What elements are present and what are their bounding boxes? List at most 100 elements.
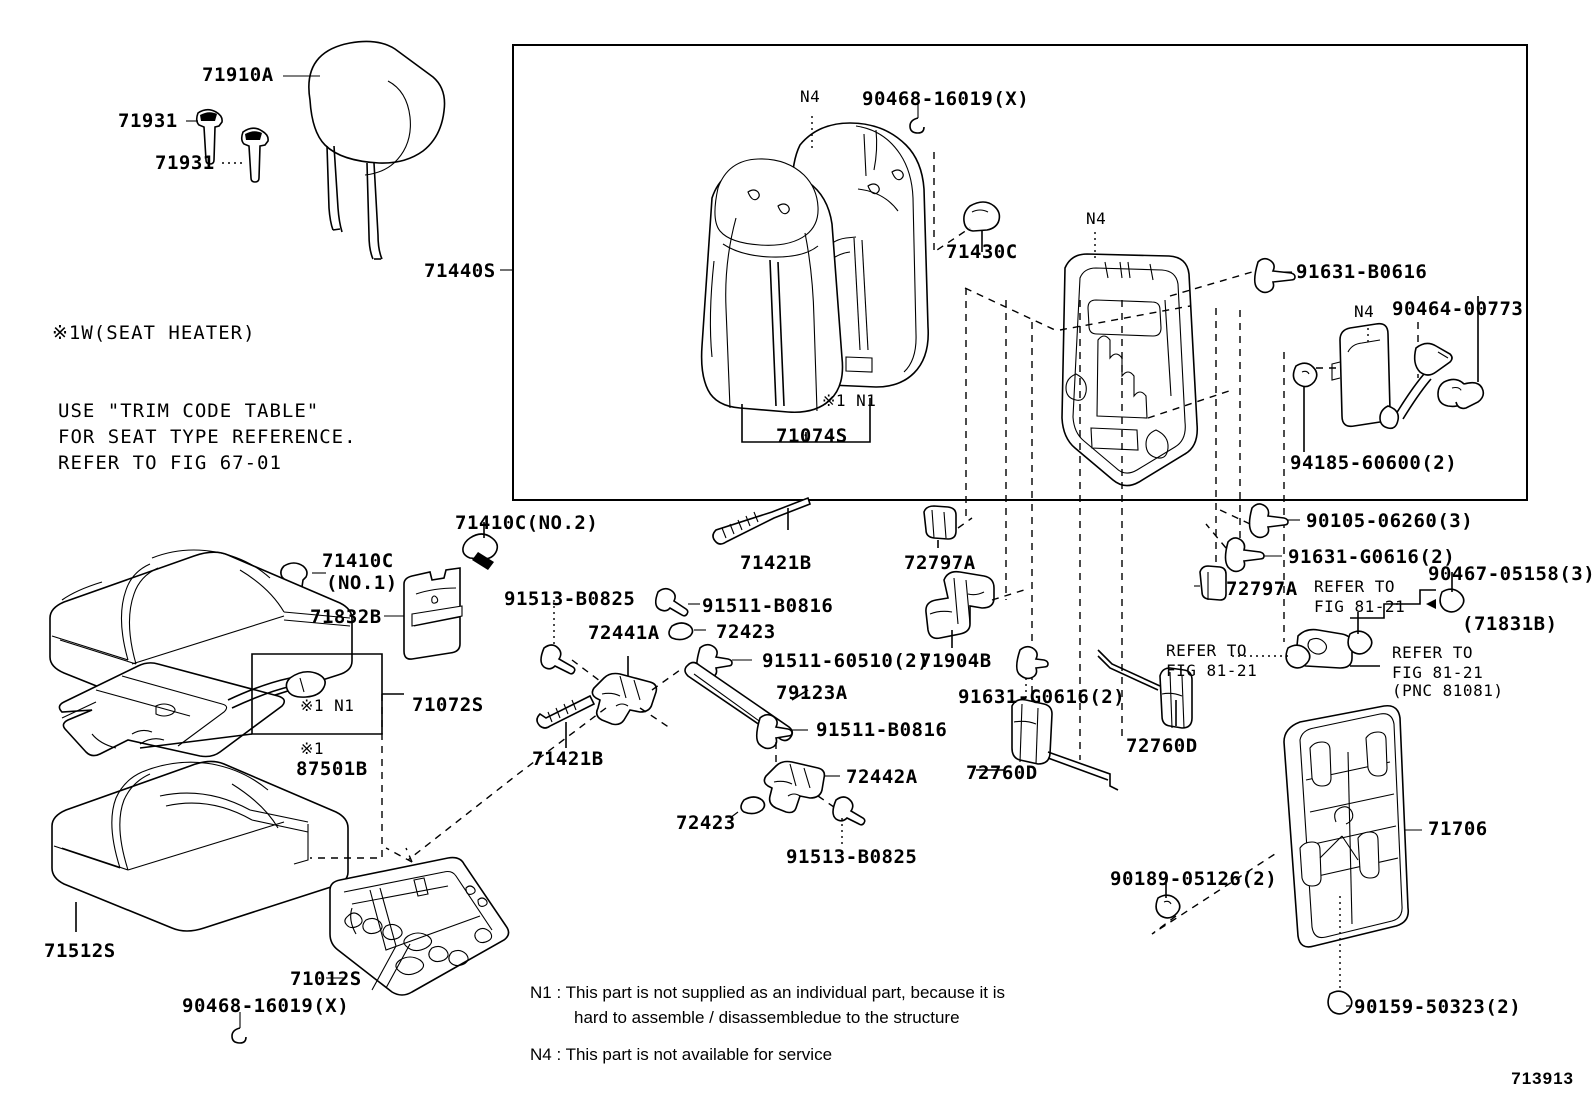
seat-frame-71012s-art (326, 847, 510, 996)
label-cover-71831b: (71831B) (1462, 613, 1558, 635)
label-board-71706: 71706 (1428, 818, 1488, 840)
striker-72797a-top-art (923, 505, 973, 548)
adjuster-72441a-art (591, 656, 681, 729)
label-ref-8121-a-line1: REFER TO (1314, 577, 1396, 596)
label-clip-72423-low: 72423 (676, 812, 736, 834)
label-ref-8121-c-line2: FIG 81-21 (1392, 663, 1484, 682)
label-ref-8121-b-line2: FIG 81-21 (1166, 661, 1258, 680)
label-heater-note-n1: ※1 N1 (300, 696, 355, 715)
label-bolt-91631-g0616-middle: 91631-G0616(2) (958, 686, 1126, 708)
note-n1-line1: N1 : This part is not supplied as an ind… (530, 983, 1006, 1002)
headrest-guide-art (186, 108, 269, 183)
seatback-frame-art (964, 232, 1419, 760)
bolt-91511-b0816-top-art (654, 587, 700, 617)
bolt-91631-g0616-right-art (1205, 523, 1282, 573)
label-cover-71832b: 71832B (310, 606, 382, 628)
label-bolt-91511-60510: 91511-60510(2) (762, 650, 930, 672)
label-frame-71012s: 71012S (290, 968, 362, 990)
armrest-81-21-art (1232, 612, 1380, 669)
bolt-91631-g0616-middle-art (1015, 645, 1049, 700)
label-ref-8121-c-line1: REFER TO (1392, 643, 1474, 662)
label-striker-72797a-right: 72797A (1226, 578, 1298, 600)
note-n4-line1: N4 : This part is not available for serv… (530, 1045, 833, 1064)
hinge-71904b-art (925, 570, 1025, 648)
label-spring-71421b-low: 71421B (532, 748, 604, 770)
label-knob-71410c-no1: 71410C (322, 550, 394, 572)
label-bolt-91631-g0616-right: 91631-G0616(2) (1288, 546, 1456, 568)
screw-91513-b0825-right-art (832, 796, 866, 846)
label-ref-8121-c-line3: (PNC 81081) (1392, 681, 1504, 700)
label-rod-72760d-right: 72760D (1126, 735, 1198, 757)
screw-91513-b0825-left-art (540, 600, 621, 697)
label-headrest: 71910A (202, 64, 274, 86)
memo-trim-line-3: REFER TO FIG 67-01 (58, 452, 282, 474)
label-heater-71072s: 71072S (412, 694, 484, 716)
label-grommet-94185: 94185-60600(2) (1290, 452, 1458, 474)
label-seatback-cover-note: ※1 N1 (822, 391, 877, 410)
cover-71832b-art (384, 567, 463, 660)
label-bolt-91631-b0616: 91631-B0616 (1296, 261, 1428, 283)
screw-71410c-no2-art (462, 522, 499, 570)
memo-seat-heater: ※1W(SEAT HEATER) (52, 322, 256, 344)
clip-90467-art (1350, 572, 1465, 619)
label-bolt-91511-b0816-top: 91511-B0816 (702, 595, 834, 617)
heater-module-art (1316, 296, 1485, 430)
label-rod-72760d-left: 72760D (966, 762, 1038, 784)
label-heater-note-star: ※1 (300, 739, 325, 758)
headrest-art (283, 40, 446, 260)
label-hinge-71904b: 71904B (920, 650, 992, 672)
label-n4-frame: N4 (1086, 209, 1107, 228)
label-seatback-assy: 71440S (424, 260, 496, 282)
memo-trim-line-2: FOR SEAT TYPE REFERENCE. (58, 426, 357, 448)
rod-72760d-right-art (1097, 649, 1193, 729)
label-bolt-90159: 90159-50323(2) (1354, 996, 1522, 1018)
label-clip-72423-top: 72423 (716, 621, 776, 643)
label-n4-module: N4 (1354, 302, 1375, 321)
clip-72423-low-art (729, 796, 766, 819)
clip-90468-bottom-art (231, 1012, 247, 1044)
cushion-cover-art (51, 760, 349, 932)
adjuster-72442a-art (763, 760, 845, 815)
seatback-cover-art (700, 116, 930, 443)
label-cushion-pad-71512s: 71512S (44, 940, 116, 962)
label-link-79123a: 79123A (776, 682, 848, 704)
spring-71421b-low-art (536, 694, 596, 748)
clip-90189-art (1151, 851, 1279, 935)
rod-72760d-left-art (976, 698, 1119, 791)
bolt-90159-art (1327, 896, 1353, 1015)
label-heater-87501b: 87501B (296, 758, 368, 780)
label-ref-8121-a-line2: FIG 81-21 (1314, 597, 1406, 616)
label-striker-72797a-top: 72797A (904, 552, 976, 574)
figure-number: 713913 (1511, 1069, 1574, 1088)
seatback-group-box (512, 44, 1528, 501)
label-headrest-guide-2: 71931 (155, 152, 215, 174)
board-71706-art (1283, 704, 1422, 948)
label-n4-seatback: N4 (800, 87, 821, 106)
grommet-94185-art (1292, 362, 1318, 452)
label-screw-91513-b0825-right: 91513-B0825 (786, 846, 918, 868)
label-seatback-cover: 71074S (776, 425, 848, 447)
cap-71430c-art (933, 152, 1001, 254)
label-cap-71430c: 71430C (946, 241, 1018, 263)
label-adjuster-72441a: 72441A (588, 622, 660, 644)
label-headrest-guide-1: 71931 (118, 110, 178, 132)
clip-72423-top-art (668, 622, 706, 641)
memo-trim-line-1: USE "TRIM CODE TABLE" (58, 400, 320, 422)
label-clip-90468-bottom: 90468-16019(X) (182, 995, 350, 1017)
label-harness-90464: 90464-00773 (1392, 298, 1524, 320)
label-spring-71421b-top: 71421B (740, 552, 812, 574)
label-screw-91513-b0825-left: 91513-B0825 (504, 588, 636, 610)
label-bolt-90105: 90105-06260(3) (1306, 510, 1474, 532)
bolt-91631-b0616-art (1253, 257, 1296, 294)
clip-90468-top-art (909, 103, 925, 134)
spring-71421b-top-art (712, 496, 811, 545)
label-knob-71410c-no2: 71410C(NO.2) (455, 512, 599, 534)
label-bolt-91511-b0816-low: 91511-B0816 (816, 719, 948, 741)
label-bolt-90467: 90467-05158(3) (1428, 563, 1592, 585)
label-clip-90468-top: 90468-16019(X) (862, 88, 1030, 110)
bolt-90105-art (1219, 503, 1300, 539)
striker-72797a-right-art (1194, 565, 1227, 601)
note-n1-line2: hard to assemble / disassembledue to the… (574, 1008, 960, 1027)
